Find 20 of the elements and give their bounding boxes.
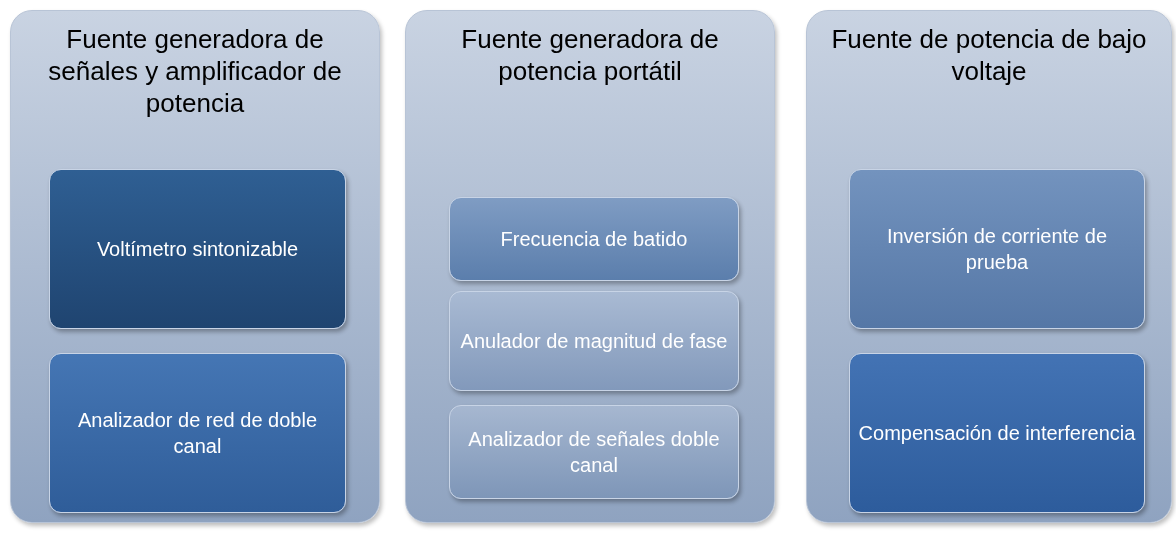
item-label: Inversión de corriente de prueba (885, 224, 1109, 275)
item-box (49, 169, 346, 329)
item-label: Compensación de interferencia (858, 421, 1136, 446)
panel-title: Fuente de potencia de bajo voltaje (830, 23, 1148, 87)
item-label: Analizador de señales doble canal (467, 427, 721, 478)
item-label: Voltímetro sintonizable (96, 237, 299, 262)
item-box (49, 353, 346, 513)
panel-title: Fuente generadora de señales y amplificador de potencia (47, 23, 343, 119)
item-label: Anulador de magnitud de fase (460, 329, 728, 354)
item-box (849, 169, 1145, 329)
item-box (849, 353, 1145, 513)
item-label: Analizador de red de doble canal (76, 408, 319, 459)
group-panel (405, 10, 775, 523)
item-box (449, 197, 739, 281)
group-panel (10, 10, 380, 523)
group-panel (806, 10, 1172, 523)
item-box (449, 405, 739, 499)
panel-title: Fuente generadora de potencia portátil (460, 23, 720, 87)
item-label: Frecuencia de batido (500, 227, 688, 252)
item-box (449, 291, 739, 391)
